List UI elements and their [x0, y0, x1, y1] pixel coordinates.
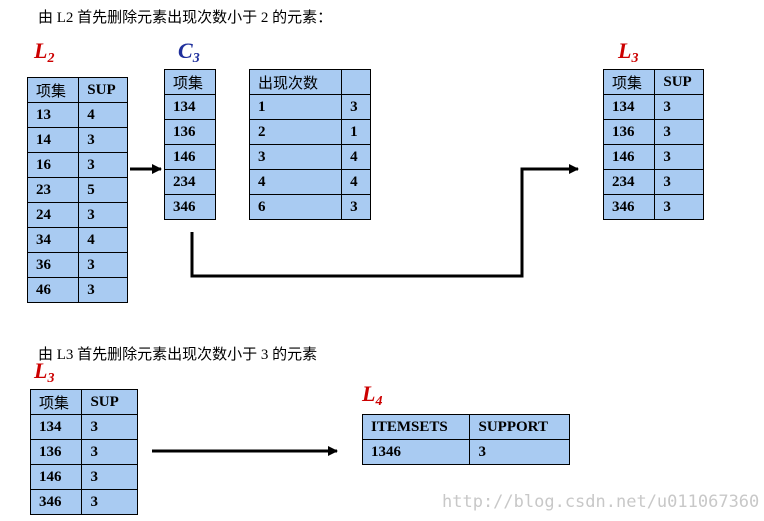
label-l3-top: L3 — [618, 38, 639, 67]
table-cell: 346 — [29, 489, 83, 515]
table-cell: 1346 — [361, 439, 471, 465]
table-cell: 16 — [26, 152, 80, 178]
table-cell: 13 — [26, 102, 80, 128]
table-cell: 3 — [81, 464, 138, 490]
header-cell: 出现次数 — [248, 69, 343, 95]
table-cell: 2 — [248, 119, 343, 145]
label-l3-bottom: L3 — [34, 358, 55, 387]
table-header-row: 出现次数 — [248, 69, 371, 95]
table-cell: 1 — [248, 94, 343, 120]
table-cell: 4 — [248, 169, 343, 195]
table-cell: 4 — [78, 227, 128, 253]
table-cell: 3 — [248, 144, 343, 170]
table-cell: 4 — [78, 102, 128, 128]
arrow-c3-to-l3 — [190, 164, 579, 278]
table-cell: 3 — [469, 439, 570, 465]
table-cell: 6 — [248, 194, 343, 220]
table-cell: 4 — [341, 144, 371, 170]
header-cell: SUP — [81, 389, 138, 415]
caption-step1: 由 L2 首先删除元素出现次数小于 2 的元素： — [38, 10, 333, 26]
table-cell: 1 — [341, 119, 371, 145]
label-l4: L4 — [362, 381, 383, 410]
table-cell: 3 — [81, 414, 138, 440]
table-cell: 3 — [81, 489, 138, 515]
table-cell: 134 — [602, 94, 656, 120]
label-l2: L2 — [34, 38, 55, 67]
header-cell: ITEMSETS — [361, 414, 471, 440]
table-cell: 146 — [29, 464, 83, 490]
table-cell: 36 — [26, 252, 80, 278]
table-cell: 3 — [654, 119, 704, 145]
table-cell: 24 — [26, 202, 80, 228]
table-cell: 136 — [602, 119, 656, 145]
header-cell: 项集 — [26, 77, 80, 103]
header-cell: SUPPORT — [469, 414, 570, 440]
table-cell: 3 — [654, 194, 704, 220]
table-cell: 3 — [341, 194, 371, 220]
table-cell: 3 — [78, 252, 128, 278]
table-cell: 346 — [164, 194, 216, 220]
table-cell: 3 — [341, 94, 371, 120]
table-cell: 14 — [26, 127, 80, 153]
table-cell: 346 — [602, 194, 656, 220]
caption-step2: 由 L3 首先删除元素出现次数小于 3 的元素 — [38, 347, 318, 363]
header-cell: 项集 — [602, 69, 656, 95]
table-cell: 4 — [341, 169, 371, 195]
table-cell: 46 — [26, 277, 80, 303]
table-cell: 23 — [26, 177, 80, 203]
table-cell: 146 — [164, 144, 216, 170]
table-cell: 5 — [78, 177, 128, 203]
table-cell: 34 — [26, 227, 80, 253]
table-row: 146 — [164, 144, 216, 170]
label-c3: C3 — [178, 38, 200, 67]
table-cell: 3 — [78, 127, 128, 153]
watermark-url: http://blog.csdn.net/u011067360 — [442, 492, 760, 512]
table-cell: 3 — [654, 169, 704, 195]
table-cell: 3 — [78, 202, 128, 228]
header-cell: SUP — [654, 69, 704, 95]
table-cell: 134 — [29, 414, 83, 440]
table-cell: 3 — [78, 152, 128, 178]
header-cell — [341, 69, 371, 95]
table-row: 346 — [164, 194, 216, 220]
table-cell: 3 — [78, 277, 128, 303]
